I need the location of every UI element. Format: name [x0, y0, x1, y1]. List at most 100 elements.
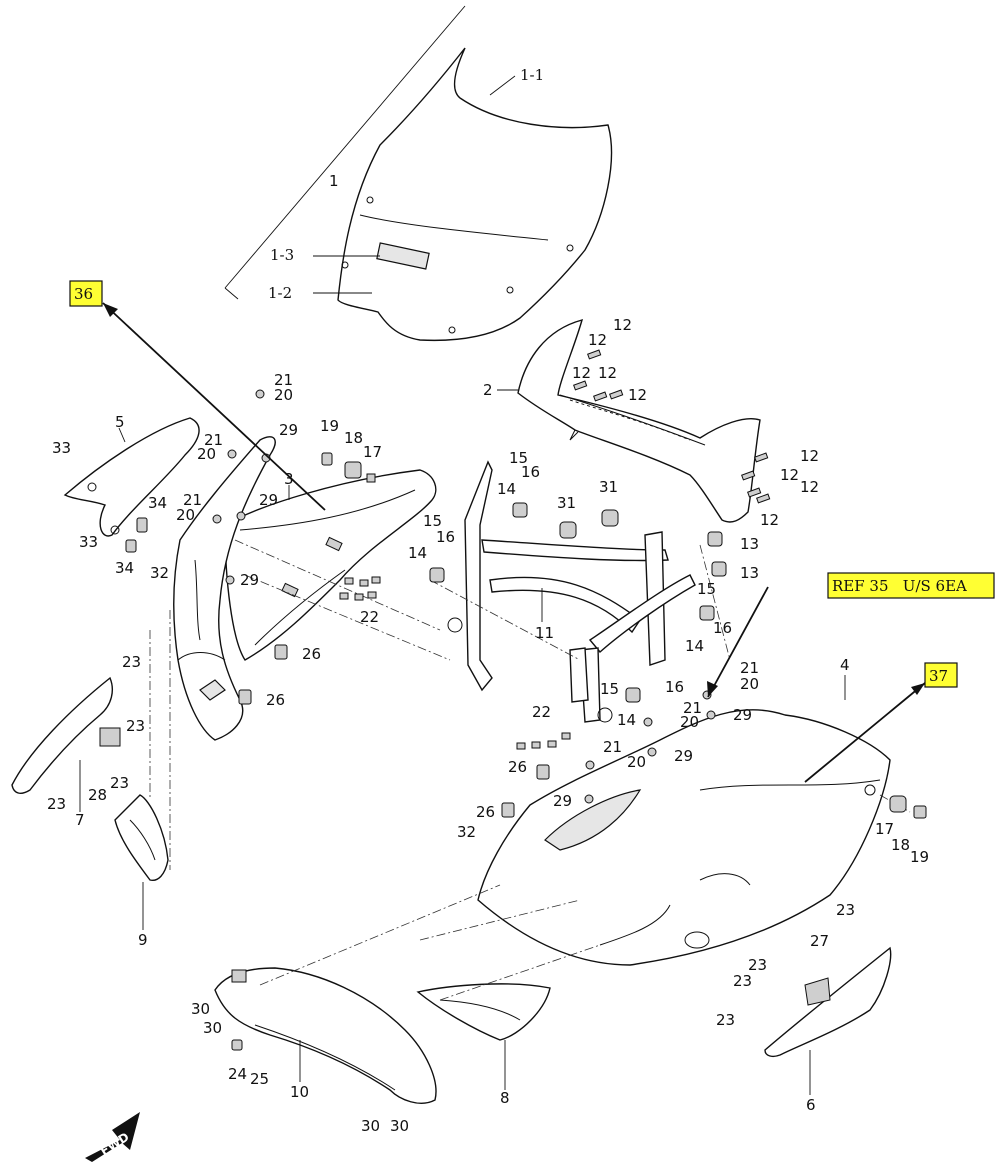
label-30b: 30 — [203, 1019, 222, 1037]
label-29e: 29 — [674, 747, 693, 765]
label-32a: 32 — [150, 564, 169, 582]
fwd-arrow: FWD — [85, 1112, 140, 1162]
label-12h: 12 — [800, 478, 819, 496]
label-14d: 14 — [617, 711, 636, 729]
label-20f: 20 — [627, 753, 646, 771]
label-32b: 32 — [457, 823, 476, 841]
label-29b: 29 — [259, 491, 278, 509]
label-13b: 13 — [740, 564, 759, 582]
label-21b: 21 — [204, 431, 223, 449]
label-26b: 26 — [266, 691, 285, 709]
label-26a: 26 — [302, 645, 321, 663]
label-4: 4 — [840, 656, 850, 674]
label-7: 7 — [75, 811, 85, 829]
label-16d: 16 — [665, 678, 684, 696]
label-1-2: 1-2 — [268, 284, 292, 302]
label-21e: 21 — [683, 699, 702, 717]
label-34b: 34 — [115, 559, 134, 577]
label-16c: 16 — [713, 619, 732, 637]
bolt-12-group — [573, 349, 771, 504]
label-11: 11 — [535, 624, 554, 642]
label-12a: 12 — [613, 316, 632, 334]
label-23h: 23 — [716, 1011, 735, 1029]
label-24: 24 — [228, 1065, 247, 1083]
label-29c: 29 — [240, 571, 259, 589]
callout-box-37: 37 — [924, 662, 958, 688]
label-2: 2 — [483, 381, 493, 399]
label-21d: 21 — [740, 659, 759, 677]
label-34a: 34 — [148, 494, 167, 512]
label-17a: 17 — [363, 443, 382, 461]
label-18b: 18 — [891, 836, 910, 854]
label-29d: 29 — [733, 706, 752, 724]
label-30c: 30 — [361, 1117, 380, 1135]
label-19a: 19 — [320, 417, 339, 435]
label-20d: 20 — [740, 675, 759, 693]
middle-cowl-part — [173, 436, 276, 741]
upper-side-cowl-part — [224, 469, 437, 661]
label-23f: 23 — [748, 956, 767, 974]
label-21c: 21 — [183, 491, 202, 509]
label-18a: 18 — [344, 429, 363, 447]
label-12i: 12 — [760, 511, 779, 529]
label-30d: 30 — [390, 1117, 409, 1135]
label-19b: 19 — [910, 848, 929, 866]
side-panel-part — [63, 417, 200, 537]
label-12e: 12 — [628, 386, 647, 404]
label-14b: 14 — [497, 480, 516, 498]
label-15c: 15 — [697, 580, 716, 598]
label-29f: 29 — [553, 792, 572, 810]
cowl-frame-part — [447, 460, 696, 723]
label-26d: 26 — [476, 803, 495, 821]
label-30a: 30 — [191, 1000, 210, 1018]
label-14a: 14 — [408, 544, 427, 562]
label-21a: 21 — [274, 371, 293, 389]
label-12c: 12 — [572, 364, 591, 382]
svg-text:36: 36 — [74, 285, 93, 303]
label-22a: 22 — [360, 608, 379, 626]
lower-cowl-part — [477, 709, 891, 966]
undercowl-10-part — [214, 967, 437, 1104]
label-1-1: 1-1 — [520, 66, 544, 84]
windscreen-part — [337, 47, 613, 342]
label-23c: 23 — [110, 774, 129, 792]
label-33a: 33 — [52, 439, 71, 457]
label-12d: 12 — [598, 364, 617, 382]
label-15b: 15 — [509, 449, 528, 467]
label-29a: 29 — [279, 421, 298, 439]
label-23b: 23 — [126, 717, 145, 735]
label-22b: 22 — [532, 703, 551, 721]
label-26c: 26 — [508, 758, 527, 776]
callout-box-36: 36 — [69, 280, 103, 307]
svg-text:REF 35 U/S 6EA: REF 35 U/S 6EA — [832, 577, 967, 595]
label-31b: 31 — [599, 478, 618, 496]
label-23e: 23 — [836, 901, 855, 919]
label-12g: 12 — [780, 466, 799, 484]
svg-text:37: 37 — [929, 667, 948, 685]
label-23d: 23 — [47, 795, 66, 813]
label-12f: 12 — [800, 447, 819, 465]
label-17b: 17 — [875, 820, 894, 838]
small-panel-9-part — [114, 794, 169, 882]
small-panel-6-part — [764, 946, 892, 1058]
label-15a: 15 — [423, 512, 442, 530]
label-31a: 31 — [557, 494, 576, 512]
label-1: 1 — [329, 172, 339, 190]
label-9: 9 — [138, 931, 148, 949]
callout-box-ref: REF 35 U/S 6EA — [827, 572, 995, 599]
label-20b: 20 — [197, 445, 216, 463]
label-1-3: 1-3 — [270, 246, 294, 264]
label-25: 25 — [250, 1070, 269, 1088]
label-33b: 33 — [79, 533, 98, 551]
label-12b: 12 — [588, 331, 607, 349]
label-20a: 20 — [274, 386, 293, 404]
label-20c: 20 — [176, 506, 195, 524]
callout-arrows — [102, 302, 926, 783]
part-labels: 1 1-1 1-3 1-2 2 3 4 5 6 7 8 9 10 11 12 1… — [47, 66, 929, 1135]
label-14c: 14 — [685, 637, 704, 655]
label-3: 3 — [284, 470, 294, 488]
label-15d: 15 — [600, 680, 619, 698]
label-23a: 23 — [122, 653, 141, 671]
